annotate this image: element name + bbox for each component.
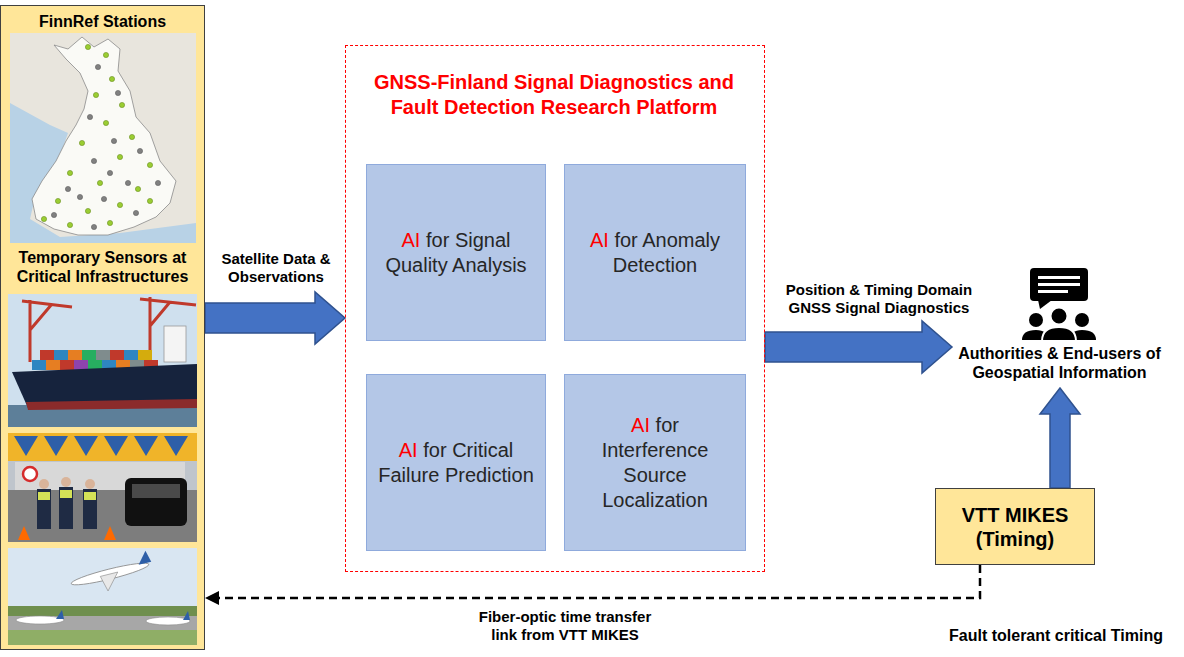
sensor-panel: FinnRef StationsTemporary Sensors at Cri… xyxy=(0,5,205,650)
ai-tag: AI xyxy=(399,439,418,461)
box-label: VTT MIKES (Timing) xyxy=(945,503,1085,551)
panel-ground xyxy=(0,5,205,650)
box-label: for Interference Source Localization xyxy=(602,414,709,511)
panel-heading: Temporary Sensors at Critical Infrastruc… xyxy=(5,248,200,286)
text-slot: Fault tolerant critical Timing xyxy=(940,626,1172,645)
label-wrap: AIfor Interference Source Localization xyxy=(565,407,745,519)
group-label: Authorities & End-users of Geospatial In… xyxy=(952,344,1167,382)
label-wrap: AIfor Critical Failure Prediction xyxy=(367,432,545,494)
platform-title: GNSS-Finland Signal Diagnostics and Faul… xyxy=(354,70,754,120)
timing-box: VTT MIKES (Timing) xyxy=(935,488,1095,565)
panel-heading: FinnRef Stations xyxy=(5,12,200,31)
dashed-line xyxy=(218,565,980,598)
text-slot: Fiber-optic time transfer link from VTT … xyxy=(472,608,658,644)
user-group: Authorities & End-users of Geospatial In… xyxy=(952,268,1167,388)
checkpoint-photo xyxy=(8,433,197,542)
ship-photo xyxy=(8,294,197,427)
people-icon xyxy=(1022,268,1096,341)
box-label: for Anomaly Detection xyxy=(613,229,720,276)
text-slot: GNSS-Finland Signal Diagnostics and Faul… xyxy=(354,70,754,120)
dashed-arrow xyxy=(205,565,980,605)
label-wrap: AIfor Signal Quality Analysis xyxy=(367,222,545,284)
block-arrow xyxy=(1040,388,1080,488)
label-wrap: AIfor Anomaly Detection xyxy=(565,222,745,284)
text-slot: Satellite Data & Observations xyxy=(211,250,341,286)
text-slot: Authorities & End-users of Geospatial In… xyxy=(952,344,1167,382)
note-label: Fault tolerant critical Timing xyxy=(940,626,1172,645)
text-slot: Position & Timing Domain GNSS Signal Dia… xyxy=(770,281,988,317)
process-box: AIfor Interference Source Localization xyxy=(564,374,746,551)
text-slot: FinnRef Stations xyxy=(5,12,200,31)
arrow-body xyxy=(765,321,952,373)
text-slot: Temporary Sensors at Critical Infrastruc… xyxy=(5,248,200,286)
ai-tag: AI xyxy=(631,414,650,436)
edge-label: Position & Timing Domain GNSS Signal Dia… xyxy=(770,281,988,317)
process-box: AIfor Critical Failure Prediction xyxy=(366,374,546,551)
label-wrap: VTT MIKES (Timing) xyxy=(945,503,1085,551)
ai-tag: AI xyxy=(402,229,421,251)
ai-tag: AI xyxy=(590,229,609,251)
edge-label: Satellite Data & Observations xyxy=(211,250,341,286)
edge-label: Fiber-optic time transfer link from VTT … xyxy=(472,608,658,644)
platform-frame: GNSS-Finland Signal Diagnostics and Faul… xyxy=(345,45,765,572)
block-arrow xyxy=(205,292,345,344)
block-arrow xyxy=(765,321,952,373)
arrow-head xyxy=(205,591,219,605)
arrow-body xyxy=(1040,388,1080,488)
process-box: AIfor Signal Quality Analysis xyxy=(366,164,546,341)
arrow-body xyxy=(205,292,345,344)
process-box: AIfor Anomaly Detection xyxy=(564,164,746,341)
airport-photo xyxy=(8,548,197,645)
station-map xyxy=(10,33,196,243)
